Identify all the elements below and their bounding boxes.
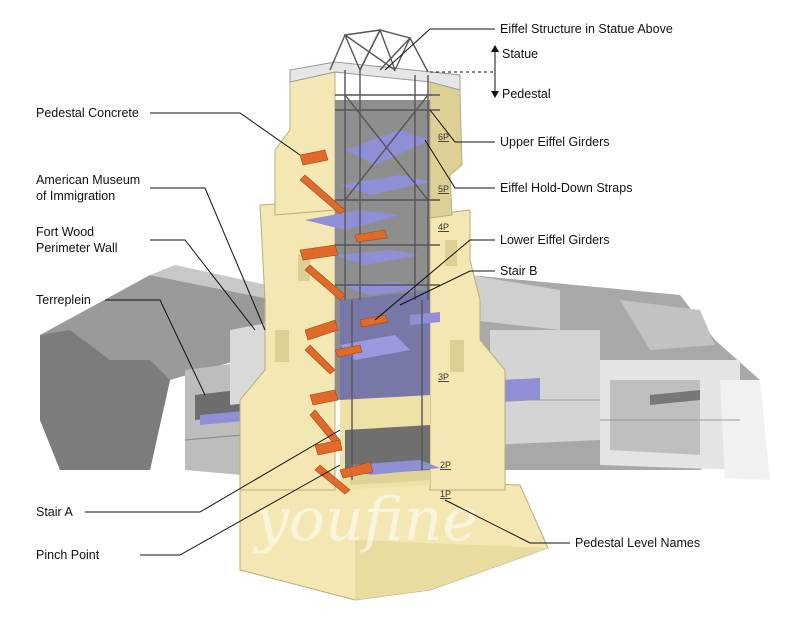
- level-label: 5P: [438, 184, 449, 194]
- label-terreplein: Terreplein: [36, 293, 91, 307]
- level-label: 2P: [440, 460, 451, 470]
- fort-wood-wall-right: [470, 275, 770, 480]
- eiffel-steel-structure: [329, 28, 440, 480]
- label-eiffel-structure: Eiffel Structure in Statue Above: [500, 22, 673, 36]
- stair-b: [334, 229, 389, 479]
- label-level-names: Pedestal Level Names: [575, 536, 701, 550]
- pedestal-level-labels: 6P 5P 4P 3P 2P 1P: [438, 132, 451, 499]
- label-fort-wood: Fort Wood Perimeter Wall: [36, 224, 118, 256]
- arrow-up-icon: [491, 45, 499, 52]
- arrow-down-icon: [491, 91, 499, 98]
- label-fort-wood-line1: Fort Wood: [36, 225, 95, 239]
- label-statue: Statue: [502, 47, 539, 61]
- label-lower-girders: Lower Eiffel Girders: [500, 233, 610, 247]
- stair-a: [299, 149, 351, 495]
- level-label: 4P: [438, 222, 449, 232]
- label-pedestal: Pedestal: [502, 87, 551, 101]
- label-museum: American Museum of Immigration: [36, 172, 140, 204]
- level-label: 6P: [438, 132, 449, 142]
- leader-lines: [85, 28, 570, 556]
- label-hold-down-straps: Eiffel Hold-Down Straps: [500, 181, 633, 195]
- label-museum-line1: American Museum: [36, 173, 141, 187]
- label-pinch-point: Pinch Point: [36, 548, 100, 562]
- label-pedestal-concrete: Pedestal Concrete: [36, 106, 139, 120]
- label-museum-line2: of Immigration: [36, 189, 116, 203]
- level-label: 1P: [440, 489, 451, 499]
- watermark-logo: youfine: [252, 485, 478, 555]
- label-fort-wood-line2: Perimeter Wall: [36, 241, 118, 255]
- interior-shaft: [335, 100, 430, 475]
- label-stair-b: Stair B: [500, 264, 538, 278]
- label-stair-a: Stair A: [36, 505, 73, 519]
- level-label: 3P: [438, 372, 449, 382]
- statue-pedestal-divider: [430, 45, 499, 98]
- label-upper-girders: Upper Eiffel Girders: [500, 135, 610, 149]
